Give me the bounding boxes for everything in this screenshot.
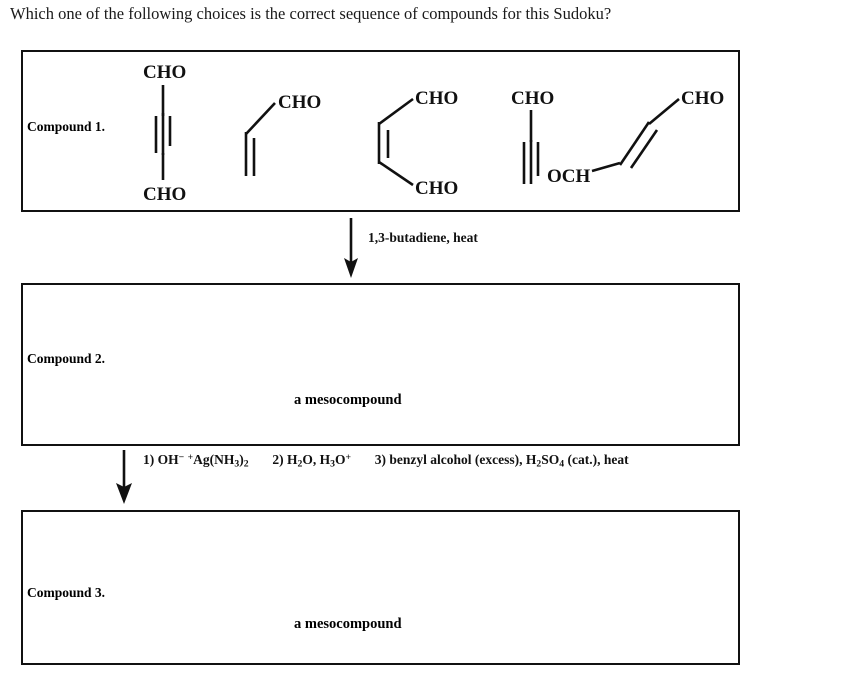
compound-1-label: Compound 1. xyxy=(27,119,106,134)
bond-double-outer xyxy=(618,121,651,166)
reagent-step-3-number: 3) xyxy=(374,452,387,468)
compound-2-meso-note: a mesocompound xyxy=(294,392,402,408)
reagent-step-1-formula: OH− +Ag(NH3)2 xyxy=(157,452,249,470)
structure-propynal: CHO xyxy=(501,58,581,208)
bond-c2-cho xyxy=(245,102,276,135)
compound-3-box: Compound 3. a mesocompound xyxy=(21,510,740,665)
atom-label-cho-right: CHO xyxy=(278,92,321,113)
compound-1-structure-row: CHO CHO CHO CHO xyxy=(23,52,738,210)
atom-label-cho-top: CHO xyxy=(511,88,554,109)
bond-top-diagonal xyxy=(648,98,680,125)
reaction-arrow-1 xyxy=(340,218,364,285)
compound-3-label: Compound 3. xyxy=(27,585,106,600)
reagent-step-3-formula: benzyl alcohol (excess), H2SO4 (cat.), h… xyxy=(389,452,629,470)
compound-2-label: Compound 2. xyxy=(27,351,106,366)
atom-label-cho-top: CHO xyxy=(143,62,186,83)
reaction-arrow-2 xyxy=(107,450,143,511)
reagent-step-2-formula: H2O, H3O+ xyxy=(286,452,352,470)
atom-label-cho-bottom: CHO xyxy=(143,184,186,205)
bond-bottom-diagonal xyxy=(591,161,621,173)
question-title: Which one of the following choices is th… xyxy=(10,4,612,23)
reagents-step-1: 1,3-butadiene, heat xyxy=(368,230,478,245)
bond-top-diagonal xyxy=(378,97,414,126)
atom-label-cho-bottom-right: CHO xyxy=(415,178,458,199)
reagents-step-2: 1) OH− +Ag(NH3)2 2) H2O, H3O+ 3) benzyl … xyxy=(143,452,629,470)
reagent-step-2-number: 2) xyxy=(272,452,284,468)
compound-3-meso-note: a mesocompound xyxy=(294,616,402,632)
arrow-head xyxy=(344,258,358,278)
structure-cis-butenedial: CHO CHO xyxy=(371,58,491,208)
atom-label-cho-top-right: CHO xyxy=(681,88,724,109)
structure-trans-butenedial: CHO OCH xyxy=(547,58,763,208)
compound-1-box: Compound 1. CHO CHO CHO xyxy=(21,50,740,212)
reagent-step-1-number: 1) xyxy=(143,452,155,468)
compound-2-box: Compound 2. a mesocompound xyxy=(21,283,740,446)
structure-acrolein: CHO xyxy=(228,58,348,208)
arrow-head xyxy=(116,483,132,504)
bond-bottom-diagonal xyxy=(378,160,414,187)
bond-double-inner xyxy=(629,129,659,169)
atom-label-cho-top-right: CHO xyxy=(415,88,458,109)
atom-label-och-bottom-left: OCH xyxy=(547,166,591,187)
structure-butynedial: CHO CHO xyxy=(131,58,211,208)
